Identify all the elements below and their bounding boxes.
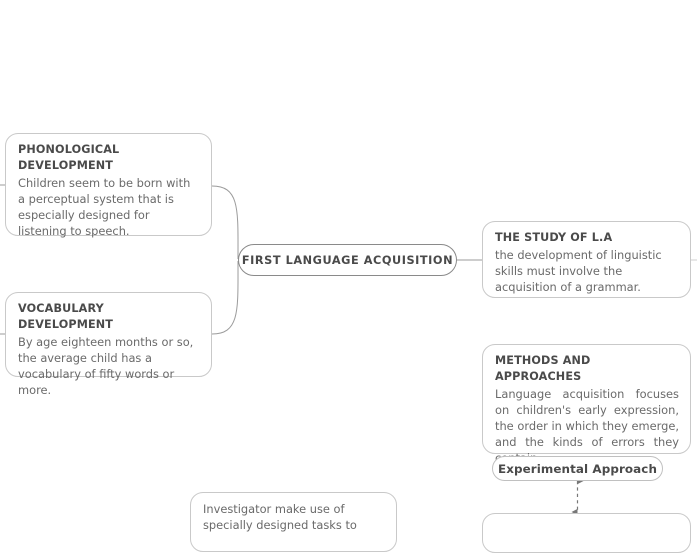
node-vocabulary-development-title: VOCABULARY DEVELOPMENT bbox=[18, 302, 114, 331]
node-vocabulary-development[interactable]: VOCABULARY DEVELOPMENT By age eighteen m… bbox=[5, 292, 212, 397]
node-phonological-development[interactable]: PHONOLOGICAL DEVELOPMENT Children seem t… bbox=[5, 133, 212, 238]
central-node-first-language-acquisition[interactable]: FIRST LANGUAGE ACQUISITION bbox=[238, 244, 457, 276]
node-methods-and-approaches-body: Language acquisition focuses on children… bbox=[495, 386, 679, 466]
node-phonological-development-body: Children seem to be born with a perceptu… bbox=[18, 175, 191, 239]
connector-central-to-vocabulary bbox=[211, 260, 239, 335]
node-experimental-approach[interactable]: Experimental Approach bbox=[492, 456, 663, 481]
node-experimental-approach-label: Experimental Approach bbox=[497, 461, 658, 476]
node-the-study-of-la-body: the development of linguistic skills mus… bbox=[495, 247, 662, 295]
node-bottom-right-partial[interactable] bbox=[482, 513, 691, 553]
node-methods-and-approaches[interactable]: METHODS AND APPROACHES Language acquisit… bbox=[482, 344, 691, 465]
node-investigator[interactable]: Investigator make use of specially desig… bbox=[190, 492, 397, 552]
central-node-label: FIRST LANGUAGE ACQUISITION bbox=[241, 253, 454, 267]
node-phonological-development-title: PHONOLOGICAL DEVELOPMENT bbox=[18, 143, 120, 172]
node-the-study-of-la-title: THE STUDY OF L.A bbox=[495, 231, 613, 244]
mindmap-canvas: FIRST LANGUAGE ACQUISITION PHONOLOGICAL … bbox=[0, 133, 697, 553]
node-vocabulary-development-body: By age eighteen months or so, the averag… bbox=[18, 334, 194, 398]
node-investigator-body: Investigator make use of specially desig… bbox=[203, 502, 357, 533]
node-methods-and-approaches-title: METHODS AND APPROACHES bbox=[495, 354, 591, 383]
node-the-study-of-la[interactable]: THE STUDY OF L.A the development of ling… bbox=[482, 221, 691, 298]
connector-central-to-phonological bbox=[211, 185, 239, 260]
